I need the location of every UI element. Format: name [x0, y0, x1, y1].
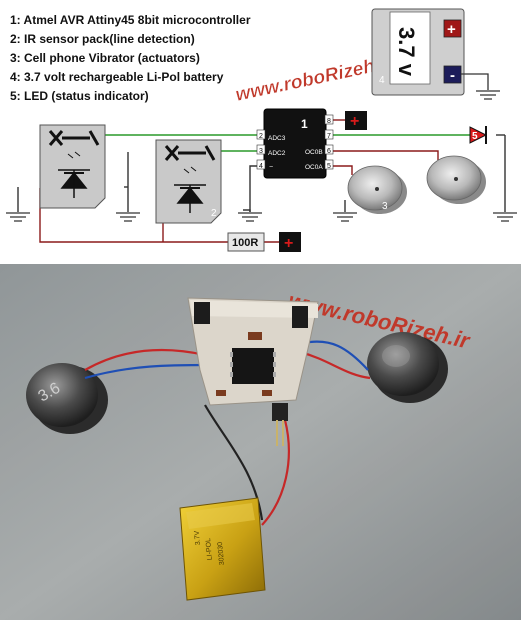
legend-item: 4: 3.7 volt rechargeable Li-Pol battery [10, 70, 224, 84]
battery-voltage: 3.7 v [394, 27, 419, 77]
svg-text:LI-POL: LI-POL [205, 538, 214, 561]
svg-text:302030: 302030 [217, 541, 226, 565]
sensor-number: 2 [211, 208, 217, 219]
legend: 1: Atmel AVR Attiny45 8bit microcontroll… [10, 13, 251, 103]
wire-motor-b [332, 165, 353, 175]
battery-plus-sign: + [447, 21, 456, 38]
chip-pin-number: 4 [259, 163, 263, 170]
chip-pin-number: 2 [259, 133, 263, 140]
battery-plus-terminal [443, 19, 462, 38]
chip-pin-number: 7 [327, 133, 331, 140]
battery-number: 4 [379, 75, 385, 86]
ground-symbol [116, 212, 140, 222]
ir-sensor-1 [39, 124, 106, 209]
ground-symbols [6, 212, 517, 222]
vcc-plus-box: + [345, 111, 367, 130]
photo-pcb [187, 297, 319, 446]
legend-item: 2: IR sensor pack(line detection) [10, 32, 195, 46]
chip-number: 1 [301, 117, 308, 131]
ground-symbol [6, 212, 30, 222]
battery-pack: 3.7 v 4 + - [371, 8, 500, 100]
plus-symbol: + [284, 235, 293, 252]
battery-minus-sign: - [450, 67, 455, 84]
photo-motor-left: 3.6 [26, 363, 108, 434]
chip-pin-label: ADC2 [268, 150, 286, 157]
resistor: 100R [227, 232, 265, 252]
led: 5 [469, 126, 488, 144]
ground-symbol [493, 212, 517, 222]
vibrator-motor-right [426, 155, 486, 204]
legend-item: 3: Cell phone Vibrator (actuators) [10, 51, 200, 65]
legend-item: 5: LED (status indicator) [10, 89, 149, 103]
schematic: 1: Atmel AVR Attiny45 8bit microcontroll… [6, 8, 517, 252]
chip-pin-label: − [269, 164, 273, 171]
chip-pin-number: 3 [259, 148, 263, 155]
chip-pin-label: ADC3 [268, 135, 286, 142]
chip-pin-number: 8 [327, 118, 331, 125]
photo-motor-right [367, 332, 448, 403]
chip-pin-label: OC0A [305, 164, 323, 171]
chip-pin-number: 6 [327, 148, 331, 155]
microcontroller: 1 ADC3 ADC2 − OC0B OC0A 2 3 4 8 7 6 5 [256, 108, 334, 179]
photo-battery: 3.7V LI-POL 302030 [179, 497, 266, 601]
legend-item: 1: Atmel AVR Attiny45 8bit microcontroll… [10, 13, 251, 27]
vibrator-motor-left: 3 [347, 165, 407, 214]
chip-pin-label: OC0B [305, 149, 323, 156]
wire-motor-a [332, 150, 439, 160]
svg-text:3.7V: 3.7V [194, 530, 202, 545]
resistor-label: 100R [232, 237, 258, 249]
ground-symbol [238, 212, 262, 222]
led-number: 5 [472, 131, 478, 142]
photo: www.roboRizeh.ir 3.6 [0, 264, 521, 620]
motor-number: 3 [382, 201, 388, 212]
chip-pin-number: 5 [327, 163, 331, 170]
ir-sensor-2: 2 [155, 139, 222, 224]
ground-symbol [476, 90, 500, 100]
ground-symbol [333, 212, 357, 222]
resistor-plus-box: + [279, 232, 301, 252]
plus-symbol: + [350, 113, 359, 130]
